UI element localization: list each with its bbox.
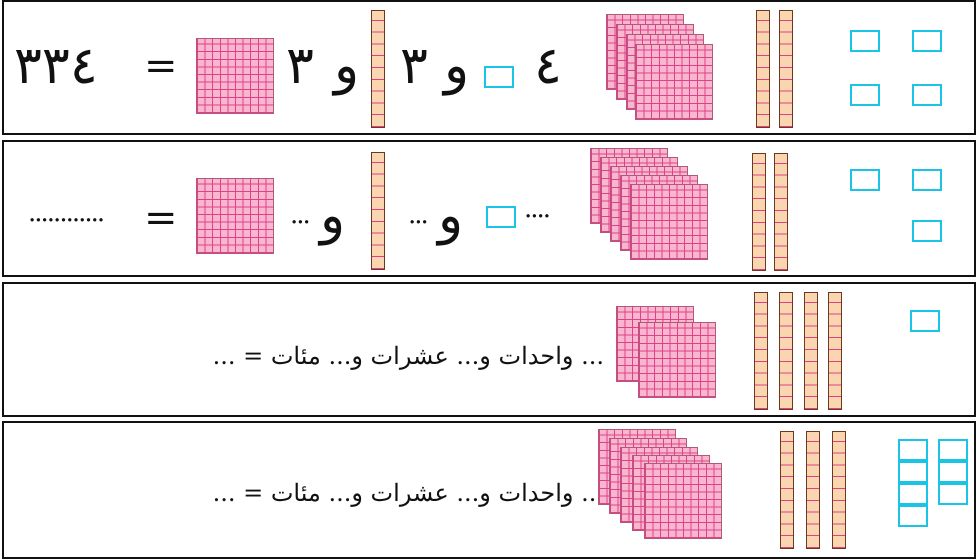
unit-cube	[850, 169, 880, 191]
ten-rod	[779, 10, 793, 128]
ten-rod-key	[371, 152, 385, 270]
exercise-row-2: ............ = ... و ... و ....	[2, 140, 976, 277]
exercise-row-3: ... واحدات و... عشرات و... مئات = ...	[2, 282, 976, 417]
ten-rod	[804, 292, 818, 410]
hundred-flat-key	[196, 38, 274, 114]
and-word: و	[438, 186, 463, 246]
unit-cube-key	[486, 206, 516, 228]
ones-blank: ....	[524, 194, 549, 224]
ten-rod	[756, 10, 770, 128]
ones-value: ٤	[534, 36, 562, 96]
unit-cube	[912, 30, 942, 52]
equals-sign: =	[144, 42, 178, 90]
ten-rod-key	[371, 10, 385, 128]
unit-cube-key	[484, 66, 514, 88]
unit-cube	[898, 483, 928, 505]
and-word: و	[320, 186, 345, 246]
tens-blank: ...	[408, 200, 427, 230]
exercise-row-1: ٣٣٤ = ٣ و ٣ و ٤	[2, 0, 976, 135]
place-value-sentence: ... واحدات و... عشرات و... مئات = ...	[213, 477, 604, 509]
ten-rod	[780, 431, 794, 549]
total-number: ٣٣٤	[14, 36, 98, 96]
ten-rod	[774, 153, 788, 271]
equals-sign: =	[144, 194, 178, 242]
unit-cube	[938, 483, 968, 505]
unit-cube	[912, 84, 942, 106]
unit-cube	[912, 169, 942, 191]
tens-value: ٣	[400, 36, 428, 96]
unit-cube	[850, 84, 880, 106]
unit-cube	[910, 310, 940, 332]
unit-cube	[898, 505, 928, 527]
hundreds-value: ٣	[286, 36, 314, 96]
ten-rod	[806, 431, 820, 549]
total-blank: ............	[28, 198, 103, 228]
ten-rod	[752, 153, 766, 271]
place-value-sentence: ... واحدات و... عشرات و... مئات = ...	[213, 340, 604, 372]
hundred-flat	[630, 184, 708, 260]
ten-rod	[832, 431, 846, 549]
ten-rod	[828, 292, 842, 410]
hundred-flat	[644, 463, 722, 539]
unit-cube	[898, 439, 928, 461]
unit-cube	[938, 461, 968, 483]
hundred-flat-key	[196, 178, 274, 254]
hundred-flat	[638, 322, 716, 398]
unit-cube	[898, 461, 928, 483]
hundreds-blank: ...	[290, 200, 309, 230]
unit-cube	[938, 439, 968, 461]
and-word: و	[444, 36, 469, 96]
hundred-flat	[635, 44, 713, 120]
exercise-row-4: ... واحدات و... عشرات و... مئات = ...	[2, 421, 976, 559]
unit-cube	[850, 30, 880, 52]
ten-rod	[779, 292, 793, 410]
unit-cube	[912, 220, 942, 242]
and-word: و	[334, 36, 359, 96]
ten-rod	[754, 292, 768, 410]
